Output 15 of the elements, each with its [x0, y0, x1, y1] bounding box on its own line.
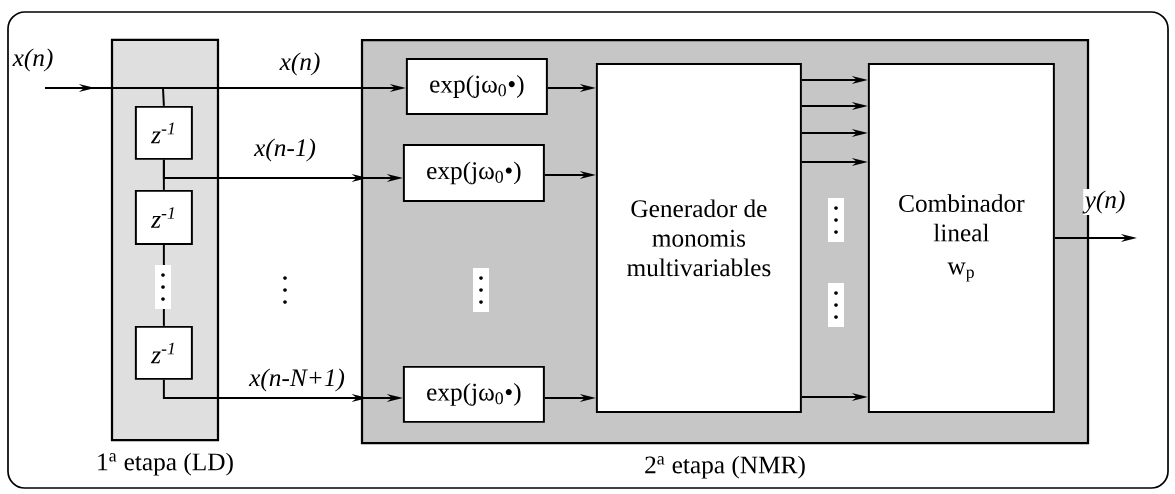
block-box: Combinador lineal w$_{p}$ — [867, 62, 1055, 413]
block-box: z$^{-1}$ — [134, 189, 193, 245]
node-label: 2$^{a}$ etapa (NMR) — [645, 455, 805, 479]
block-box: exp(jω$_{0}$•) — [402, 365, 545, 423]
block-box: exp(jω$_{0}$•) — [402, 143, 545, 202]
block-box: z$^{-1}$ — [134, 105, 193, 160]
node-label: 1$^{a}$ etapa (LD) — [98, 452, 233, 476]
block-box: z$^{-1}$ — [134, 325, 193, 380]
edge-label: x(n-1) — [252, 137, 318, 163]
edge-label: x(n) — [278, 51, 322, 77]
signal-label: x(n) — [12, 48, 53, 72]
edge-label: y(n) — [1082, 189, 1127, 215]
block-box: exp(jω$_{0}$•) — [405, 57, 548, 115]
edge-label: x(n-N+1) — [247, 367, 347, 393]
block-box: Generador de monomis multivariables — [595, 62, 802, 413]
